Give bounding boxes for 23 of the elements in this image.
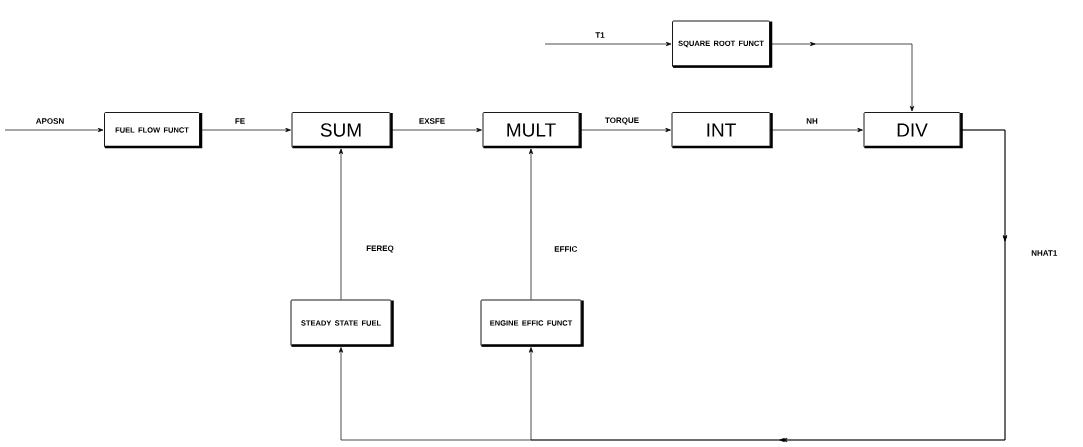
edge-label: TORQUE <box>603 116 641 126</box>
function-block: INT <box>671 112 773 149</box>
signal-arrow <box>528 129 1008 443</box>
signal-arrow <box>528 148 534 300</box>
edge-label: T1 <box>594 31 606 39</box>
edge-label: EXSFE <box>417 117 447 125</box>
signal-arrow <box>338 148 344 300</box>
signal-arrow <box>769 41 915 112</box>
signal-arrow <box>199 127 291 133</box>
signal-arrow <box>4 127 104 133</box>
edge-label: FEREQ <box>365 244 395 254</box>
signal-arrow <box>544 41 672 47</box>
signal-arrow <box>579 127 671 133</box>
function-block: SUM <box>291 112 393 149</box>
function-block: MULT <box>482 112 582 149</box>
signal-arrow <box>390 127 482 133</box>
edge-label: FE <box>233 117 247 125</box>
edge-label: NHAT1 <box>1030 249 1059 257</box>
edge-label: NH <box>805 117 819 125</box>
edge-label: EFFIC <box>553 245 579 253</box>
signal-arrow <box>770 127 863 133</box>
function-block: DIV <box>863 112 963 149</box>
edge-label: APOSN <box>34 117 66 125</box>
